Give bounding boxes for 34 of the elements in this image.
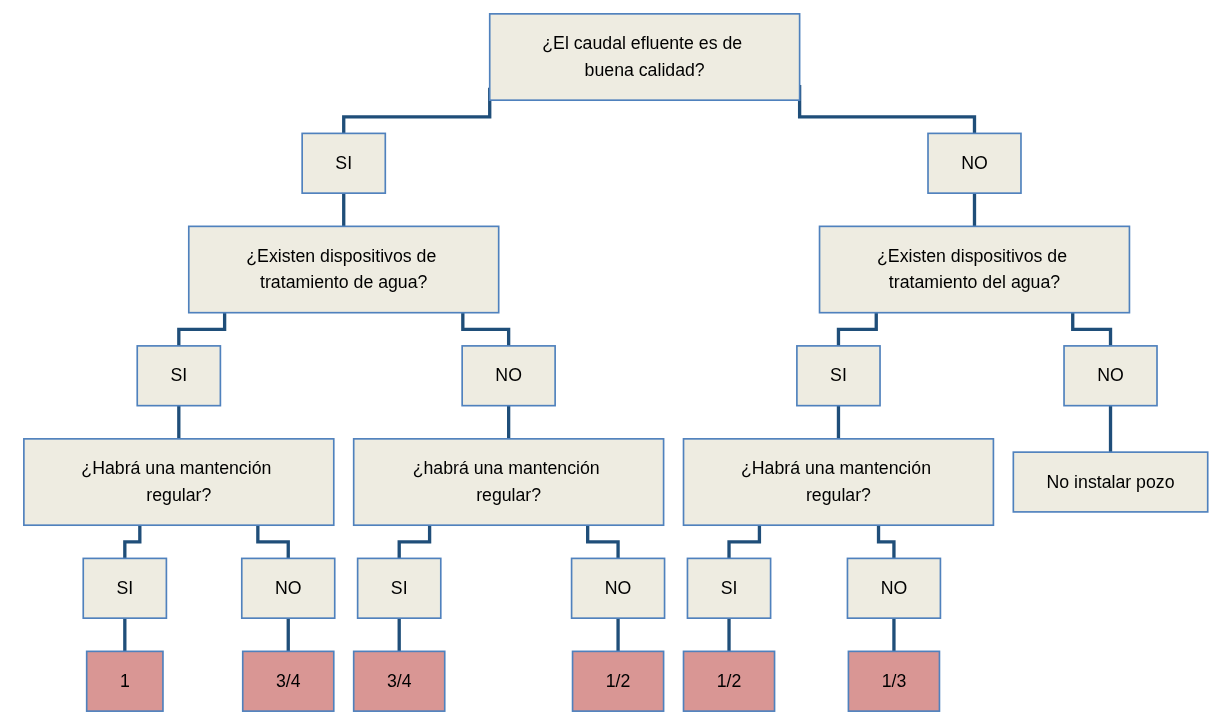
node-box: SI [82,557,168,619]
node-box: 3/4 [242,650,335,712]
node-box: ¿Existen dispositivos de tratamiento del agua? [818,225,1131,314]
node-box: ¿El caudal efluente es de buena calidad? [489,13,801,101]
connector [973,193,977,228]
connector [892,618,896,653]
connector [123,618,127,653]
node-box: No instalar pozo [1012,451,1209,513]
node-box: 1/2 [571,650,665,712]
node-box: 1/2 [682,650,776,712]
node-box: NO [241,557,336,619]
connector [616,618,620,653]
connector [1109,405,1113,454]
node-box: NO [927,132,1022,194]
node-box: SI [136,345,222,407]
connector [397,618,402,653]
node-box: SI [686,557,772,619]
connector [342,193,346,228]
node-box: ¿Habrá una mantención regular? [23,438,335,527]
node-box: SI [357,557,442,619]
node-box: 3/4 [353,650,446,712]
node-box: NO [1063,345,1159,407]
connector [727,618,731,653]
node-box: 1/3 [847,650,941,712]
node-box: NO [461,345,557,407]
node-box: ¿Habrá una mantención regular? [682,438,995,527]
node-box: 1 [86,650,164,712]
node-box: NO [846,557,942,619]
node-box: ¿Existen dispositivos de tratamiento de agua? [188,225,500,314]
node-box: SI [796,345,882,407]
connector [286,618,291,653]
node-box: NO [570,557,666,619]
node-box: ¿habrá una mantención regular? [353,438,665,527]
node-box: SI [301,132,387,194]
